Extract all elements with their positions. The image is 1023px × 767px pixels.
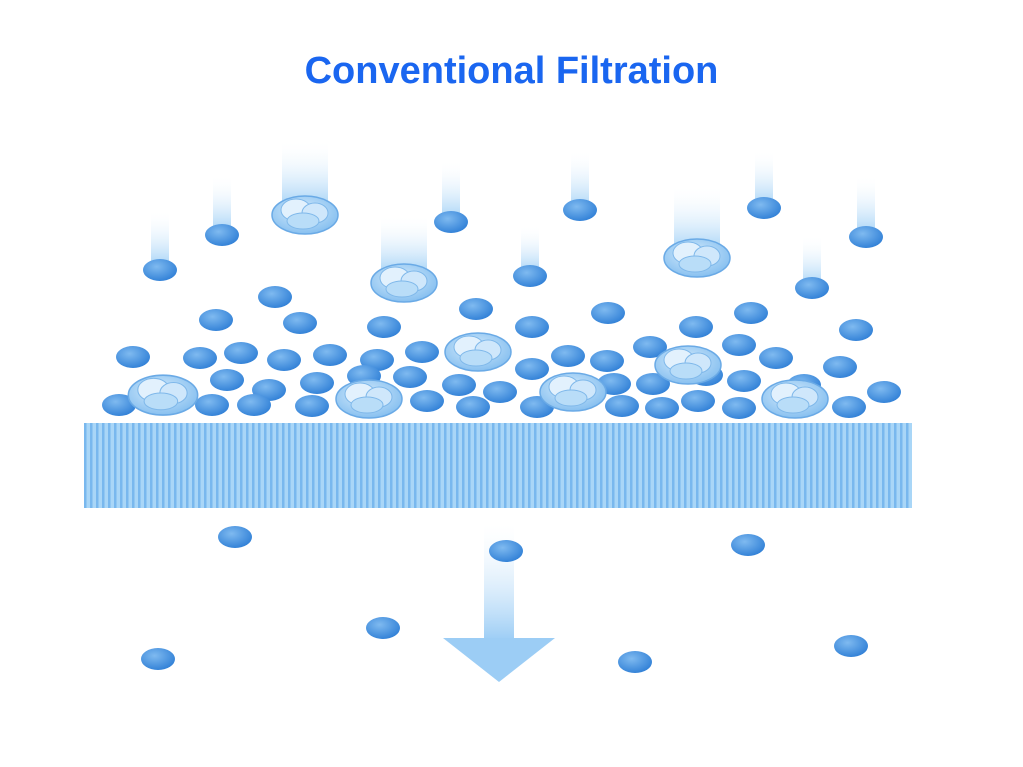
- particle-icon: [727, 370, 761, 392]
- particle-icon: [636, 373, 670, 395]
- particle-icon: [295, 395, 329, 417]
- particle-icon: [102, 394, 136, 416]
- particle-icon: [590, 350, 624, 372]
- particle-icon: [681, 390, 715, 412]
- diagram-title: Conventional Filtration: [304, 50, 719, 92]
- particle-icon: [210, 369, 244, 391]
- trail: [521, 225, 539, 272]
- trail: [151, 210, 169, 265]
- particle-icon: [849, 226, 883, 248]
- particle-icon: [867, 381, 901, 403]
- particle-icon: [731, 534, 765, 556]
- particle-icon: [300, 372, 334, 394]
- particle-icon: [199, 309, 233, 331]
- particle-icon: [459, 298, 493, 320]
- cluster-icon: [444, 332, 512, 372]
- trail: [571, 150, 589, 208]
- membrane-icon: [84, 423, 912, 508]
- cluster-icon: [654, 345, 722, 385]
- particle-icon: [759, 347, 793, 369]
- particle-icon: [183, 347, 217, 369]
- cluster-icon: [539, 372, 607, 412]
- particle-icon: [513, 265, 547, 287]
- particle-icon: [633, 336, 667, 358]
- particle-icon: [679, 316, 713, 338]
- particle-icon: [410, 390, 444, 412]
- cluster-icon: [761, 379, 829, 419]
- particle-icon: [456, 396, 490, 418]
- particle-icon: [489, 540, 523, 562]
- trail: [282, 140, 328, 205]
- particle-icon: [237, 394, 271, 416]
- trail: [442, 160, 460, 218]
- cluster-icon: [370, 263, 438, 303]
- particle-icon: [143, 259, 177, 281]
- particle-icon: [367, 316, 401, 338]
- particle-icon: [747, 197, 781, 219]
- cluster-icon: [335, 379, 403, 419]
- particles: [102, 197, 901, 673]
- particle-icon: [832, 396, 866, 418]
- particle-icon: [734, 302, 768, 324]
- particle-icon: [605, 395, 639, 417]
- trail: [803, 235, 821, 285]
- particle-icon: [205, 224, 239, 246]
- particle-icon: [442, 374, 476, 396]
- particle-icon: [823, 356, 857, 378]
- particle-icon: [722, 334, 756, 356]
- particle-icon: [722, 397, 756, 419]
- particle-icon: [839, 319, 873, 341]
- particle-icon: [515, 358, 549, 380]
- cluster-icon: [127, 374, 199, 416]
- particle-icon: [618, 651, 652, 673]
- particle-icon: [551, 345, 585, 367]
- particle-icon: [267, 349, 301, 371]
- particle-icon: [224, 342, 258, 364]
- particle-icon: [434, 211, 468, 233]
- particle-icon: [834, 635, 868, 657]
- particle-icon: [795, 277, 829, 299]
- particle-icon: [515, 316, 549, 338]
- particle-icon: [393, 366, 427, 388]
- trail: [213, 175, 231, 230]
- particle-icon: [116, 346, 150, 368]
- particle-icon: [283, 312, 317, 334]
- particle-icon: [483, 381, 517, 403]
- particle-icon: [645, 397, 679, 419]
- particle-icon: [141, 648, 175, 670]
- particle-icon: [218, 526, 252, 548]
- particle-icon: [366, 617, 400, 639]
- clusters: [127, 195, 829, 419]
- particle-icon: [563, 199, 597, 221]
- particle-icon: [591, 302, 625, 324]
- particle-icon: [405, 341, 439, 363]
- trail: [755, 150, 773, 205]
- particle-icon: [195, 394, 229, 416]
- trail: [381, 215, 427, 272]
- cluster-icon: [271, 195, 339, 235]
- trail: [857, 175, 875, 233]
- cluster-icon: [663, 238, 731, 278]
- particle-icon: [258, 286, 292, 308]
- falling-trails: [151, 140, 875, 285]
- particle-icon: [313, 344, 347, 366]
